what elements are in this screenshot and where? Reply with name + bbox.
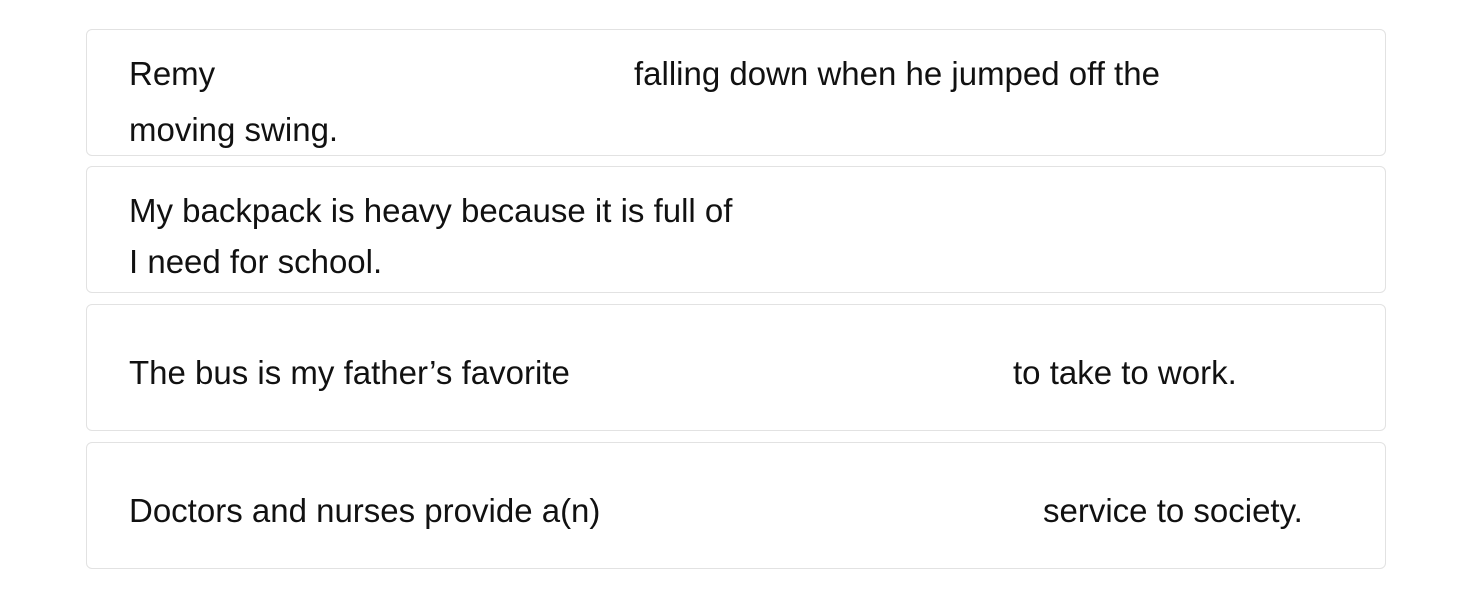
question-card-3: The bus is my father’s favorite to take … xyxy=(86,304,1386,431)
question-4-text-after: service to society. xyxy=(1043,492,1303,529)
question-2-text-before: My backpack is heavy because it is full … xyxy=(129,192,733,229)
question-2-text-after: I need for school. xyxy=(129,243,383,280)
question-4-text-before: Doctors and nurses provide a(n) xyxy=(129,492,601,529)
question-4-blank[interactable] xyxy=(643,489,1033,529)
question-card-1: Remy falling down when he jumped off the… xyxy=(86,29,1386,156)
question-1-text-after-continued: moving swing. xyxy=(129,111,339,148)
question-card-4: Doctors and nurses provide a(n) service … xyxy=(86,442,1386,569)
question-card-2: My backpack is heavy because it is full … xyxy=(86,166,1386,293)
question-3-blank[interactable] xyxy=(615,351,1005,391)
question-1-blank[interactable] xyxy=(227,52,627,92)
question-3-text-before: The bus is my father’s favorite xyxy=(129,354,570,391)
question-3-text-after: to take to work. xyxy=(1013,354,1237,391)
question-2-blank[interactable] xyxy=(787,189,1327,229)
question-1-text-after: falling down when he jumped off the xyxy=(634,55,1160,92)
question-1-text-before: Remy xyxy=(129,55,216,92)
